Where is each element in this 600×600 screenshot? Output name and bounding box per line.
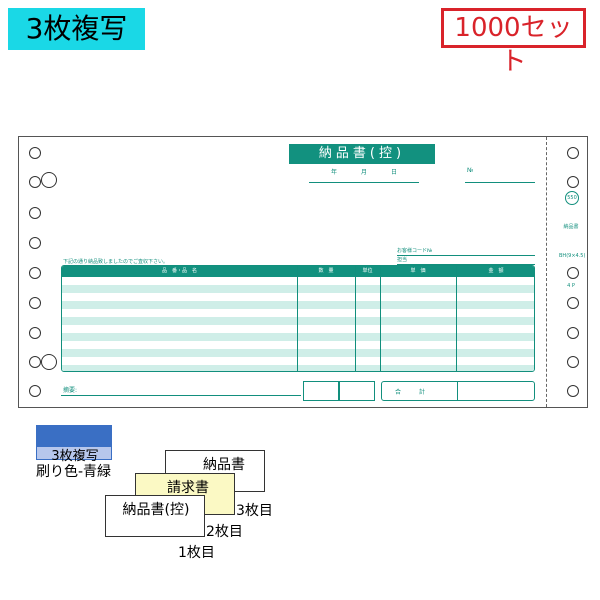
column-divider [456, 266, 457, 371]
table-header: 品 番・品 名 数 量 単位 単 価 金 額 [62, 266, 534, 277]
sprocket-hole [41, 354, 57, 370]
sprocket-hole [567, 147, 579, 159]
sprocket-hole [29, 327, 41, 339]
total-box [381, 381, 535, 401]
sheet-2-label: 2枚目 [206, 524, 243, 540]
stub-size: BH(9×4.5) [559, 253, 586, 259]
items-table: 品 番・品 名 数 量 単位 単 価 金 額 [61, 265, 535, 372]
sprocket-hole [567, 176, 579, 188]
summary-box [339, 381, 375, 401]
total-divider [457, 381, 458, 401]
header-item-name: 品 番・品 名 [161, 268, 197, 274]
sheet-1-label: 1枚目 [178, 545, 215, 561]
customer-code-line [397, 255, 535, 256]
table-row [62, 333, 534, 341]
summary-label: 摘要: [63, 387, 78, 394]
customer-code-label: お客様コード№ [397, 248, 433, 254]
sprocket-hole [567, 385, 579, 397]
sprocket-hole [567, 267, 579, 279]
header-unit-price: 単 価 [410, 268, 426, 274]
summary-line [61, 395, 301, 396]
stub-part: 4 P [567, 283, 575, 289]
date-line [309, 170, 419, 183]
print-color-label: 刷り色-青緑 [36, 464, 112, 480]
summary-box [303, 381, 339, 401]
sprocket-hole [29, 176, 41, 188]
intro-text: 下記の通り納品致しましたのでご査収下さい。 [63, 259, 169, 265]
delivery-slip-form: 納品書(控) 年 月 日 № お客様コード№ 担当 下記の通り納品致しましたので… [18, 136, 588, 408]
column-divider [380, 266, 381, 371]
sheet-1-title: 納品書(控) [122, 502, 190, 518]
legend-badge-text: 3枚複写 [51, 449, 99, 464]
legend-badge: 3枚複写 [36, 446, 112, 464]
sheet-3-title: 納品書 [203, 457, 245, 473]
sprocket-hole [29, 147, 41, 159]
sprocket-hole [29, 237, 41, 249]
sprocket-hole [567, 356, 579, 368]
person-line [397, 264, 535, 265]
stub-number-circle: 550 [565, 191, 579, 205]
sprocket-hole [29, 297, 41, 309]
sheet-2-title: 請求書 [167, 480, 209, 496]
number-label: № [467, 167, 474, 174]
day-label: 日 [391, 169, 398, 176]
header-unit: 単位 [362, 268, 373, 274]
sheet-3-label: 3枚目 [236, 503, 273, 519]
table-row [62, 365, 534, 371]
form-title: 納品書(控) [289, 144, 435, 164]
sprocket-hole [29, 385, 41, 397]
copies-badge: 3枚複写 [8, 8, 145, 50]
year-label: 年 [331, 169, 338, 176]
month-label: 月 [361, 169, 368, 176]
sprocket-hole [567, 297, 579, 309]
sprocket-hole [29, 356, 41, 368]
color-swatch [36, 425, 112, 446]
person-label: 担当 [397, 257, 408, 263]
number-line [465, 170, 535, 183]
total-label: 合 計 [395, 389, 432, 396]
table-row [62, 349, 534, 357]
sprocket-hole [41, 172, 57, 188]
column-divider [297, 266, 298, 371]
stub-title: 納品書 [563, 224, 579, 230]
header-quantity: 数 量 [318, 268, 334, 274]
column-divider [355, 266, 356, 371]
table-row [62, 285, 534, 293]
perforation-line [546, 137, 547, 407]
sprocket-hole [567, 327, 579, 339]
sprocket-hole [29, 207, 41, 219]
set-count-badge: 1000セット [441, 8, 586, 77]
table-row [62, 317, 534, 325]
header-amount: 金 額 [488, 268, 504, 274]
sheet-1: 納品書(控) [105, 495, 205, 537]
sprocket-hole [29, 267, 41, 279]
table-row [62, 301, 534, 309]
